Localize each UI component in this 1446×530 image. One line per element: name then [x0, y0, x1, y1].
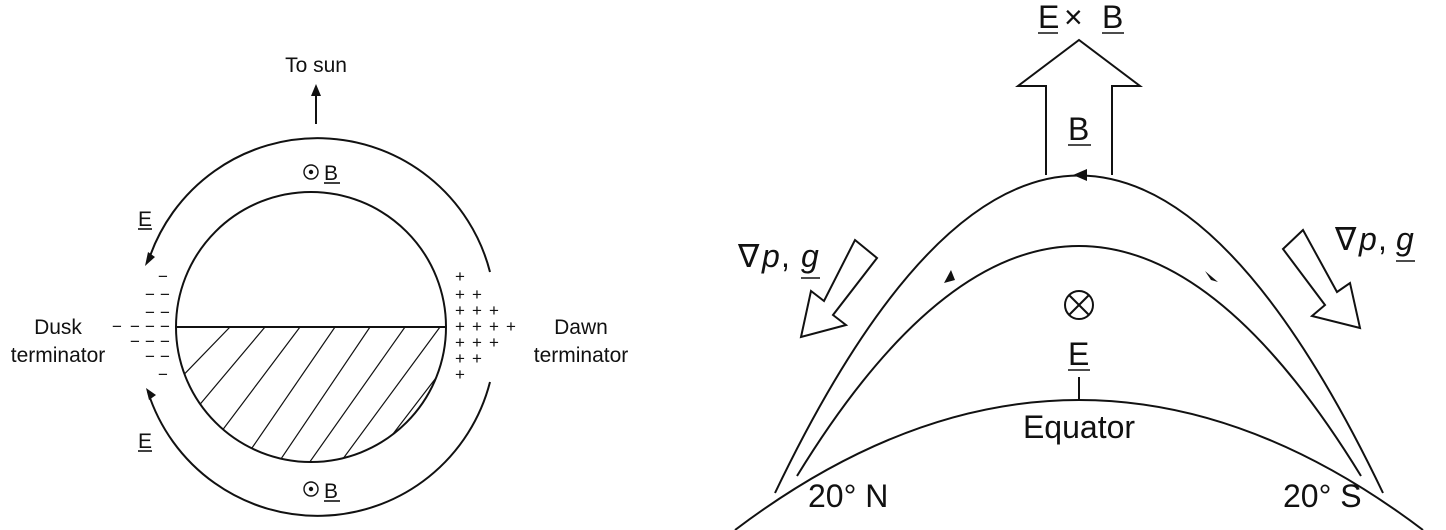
svg-text:+: +	[489, 301, 499, 320]
dawn-label-line1: Dawn	[554, 316, 608, 339]
inner-field-line-arrow-right	[1205, 271, 1218, 282]
svg-text:g: g	[801, 238, 819, 274]
left-panel: To sun B	[11, 54, 629, 517]
svg-text:∇: ∇	[737, 238, 760, 274]
svg-text:−: −	[112, 317, 122, 336]
svg-text:−: −	[158, 365, 168, 384]
lat-north-label: 20° N	[808, 478, 888, 514]
exb-e-label: E	[1038, 0, 1059, 35]
e-upper-label: E	[138, 208, 152, 231]
svg-text:∇: ∇	[1334, 221, 1357, 257]
svg-text:−: −	[145, 303, 155, 322]
b-bottom-label: B	[324, 480, 338, 503]
svg-text:−: −	[130, 317, 140, 336]
svg-text:,: ,	[1378, 221, 1387, 257]
svg-text:+: +	[472, 349, 482, 368]
outer-field-line-arrow	[1073, 169, 1087, 181]
svg-text:−: −	[158, 267, 168, 286]
dusk-label-line1: Dusk	[34, 316, 82, 339]
svg-text:+: +	[489, 317, 499, 336]
svg-text:+: +	[455, 333, 465, 352]
svg-text:+: +	[455, 317, 465, 336]
exb-cross-symbol: ×	[1064, 0, 1083, 35]
b-top-label: B	[324, 162, 338, 185]
dusk-negative-charges: − − − − − − − − − − − − − − −	[112, 267, 170, 384]
equator-label: Equator	[1023, 409, 1135, 445]
b-field-out-bottom: B	[303, 480, 340, 503]
dusk-label-line2: terminator	[11, 344, 106, 367]
exb-drift-arrow	[1015, 38, 1143, 175]
svg-text:+: +	[472, 301, 482, 320]
to-sun-label: To sun	[285, 54, 347, 77]
inner-field-line	[796, 245, 1362, 477]
exb-b-label: B	[1102, 0, 1123, 35]
svg-text:−: −	[145, 347, 155, 366]
svg-text:−: −	[160, 332, 170, 351]
e-arrowhead-upper	[145, 252, 155, 266]
svg-text:+: +	[506, 317, 516, 336]
svg-text:−: −	[130, 332, 140, 351]
e-field-label: E	[1068, 336, 1089, 372]
svg-text:+: +	[472, 285, 482, 304]
svg-text:,: ,	[781, 238, 790, 274]
svg-text:−: −	[160, 285, 170, 304]
svg-text:−: −	[160, 303, 170, 322]
e-lower-label: E	[138, 430, 152, 453]
grad-p-arrow-left	[799, 238, 879, 339]
e-field-into-page: E	[1064, 290, 1094, 372]
svg-text:+: +	[455, 301, 465, 320]
grad-p-arrow-right	[1281, 228, 1362, 330]
e-arrowhead-lower	[146, 388, 156, 400]
outer-ring-top-arc	[147, 137, 491, 273]
svg-text:+: +	[489, 333, 499, 352]
svg-text:+: +	[455, 285, 465, 304]
svg-text:−: −	[145, 332, 155, 351]
svg-text:p: p	[761, 238, 780, 274]
svg-text:+: +	[455, 267, 465, 286]
dawn-label-line2: terminator	[534, 344, 629, 367]
svg-text:p: p	[1358, 221, 1377, 257]
right-panel: E × B B ∇ p , g ∇ p , g	[734, 0, 1424, 530]
b-field-out-top: B	[303, 162, 340, 185]
b-field-label: B	[1068, 111, 1089, 147]
outer-field-line	[774, 174, 1384, 494]
svg-text:−: −	[160, 317, 170, 336]
to-sun-arrow	[311, 84, 321, 124]
svg-text:+: +	[455, 365, 465, 384]
dawn-positive-charges: + + + + + + + + + + + + + + + +	[455, 267, 516, 384]
grad-p-label-left: ∇ p , g	[737, 238, 820, 279]
svg-text:+: +	[472, 333, 482, 352]
svg-text:+: +	[472, 317, 482, 336]
exb-label: E × B	[1038, 0, 1124, 35]
grad-p-label-right: ∇ p , g	[1334, 221, 1415, 262]
svg-text:−: −	[160, 347, 170, 366]
inner-field-line-arrow-left	[944, 270, 955, 283]
svg-text:+: +	[455, 349, 465, 368]
svg-text:−: −	[145, 285, 155, 304]
lat-south-label: 20° S	[1283, 478, 1362, 514]
svg-text:g: g	[1396, 221, 1414, 257]
svg-text:−: −	[145, 317, 155, 336]
outer-ring-bottom-arc	[147, 381, 491, 517]
